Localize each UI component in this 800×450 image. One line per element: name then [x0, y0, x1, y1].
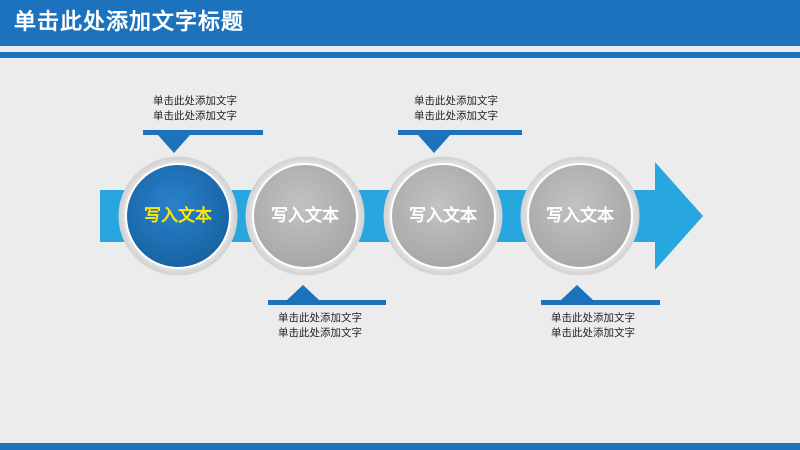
callout-1-line-1: 单击此处添加文字: [153, 95, 237, 107]
step-node-4[interactable]: [520, 156, 640, 276]
step-label-2: 写入文本: [271, 206, 339, 226]
callout-pointer-3: [418, 135, 450, 153]
header-bar: [0, 0, 800, 46]
callout-1-line-2: 单击此处添加文字: [153, 110, 237, 122]
callout-pointer-1: [158, 135, 190, 153]
callout-2-line-1: 单击此处添加文字: [278, 312, 362, 324]
callout-text-3[interactable]: 单击此处添加文字 单击此处添加文字: [381, 94, 531, 124]
step-label-4: 写入文本: [546, 206, 614, 226]
step-node-3[interactable]: [383, 156, 503, 276]
callout-bar-3: [398, 130, 522, 135]
step-node-1[interactable]: [118, 156, 238, 276]
callout-bar-2: [268, 300, 386, 305]
callout-text-4[interactable]: 单击此处添加文字 单击此处添加文字: [518, 311, 668, 341]
callout-pointer-2: [287, 285, 319, 300]
callout-bar-1: [143, 130, 263, 135]
callout-text-2[interactable]: 单击此处添加文字 单击此处添加文字: [245, 311, 395, 341]
callout-3-line-2: 单击此处添加文字: [414, 110, 498, 122]
step-label-1: 写入文本: [144, 206, 212, 226]
step-label-3: 写入文本: [409, 206, 477, 226]
footer-bar: [0, 443, 800, 450]
callout-2-line-2: 单击此处添加文字: [278, 327, 362, 339]
header-stripe: [0, 52, 800, 58]
callout-text-1[interactable]: 单击此处添加文字 单击此处添加文字: [120, 94, 270, 124]
callout-bar-4: [541, 300, 660, 305]
callout-4-line-1: 单击此处添加文字: [551, 312, 635, 324]
callout-3-line-1: 单击此处添加文字: [414, 95, 498, 107]
callout-pointer-4: [561, 285, 593, 300]
slide-title[interactable]: 单击此处添加文字标题: [14, 10, 245, 35]
callout-4-line-2: 单击此处添加文字: [551, 327, 635, 339]
step-node-2[interactable]: [245, 156, 365, 276]
